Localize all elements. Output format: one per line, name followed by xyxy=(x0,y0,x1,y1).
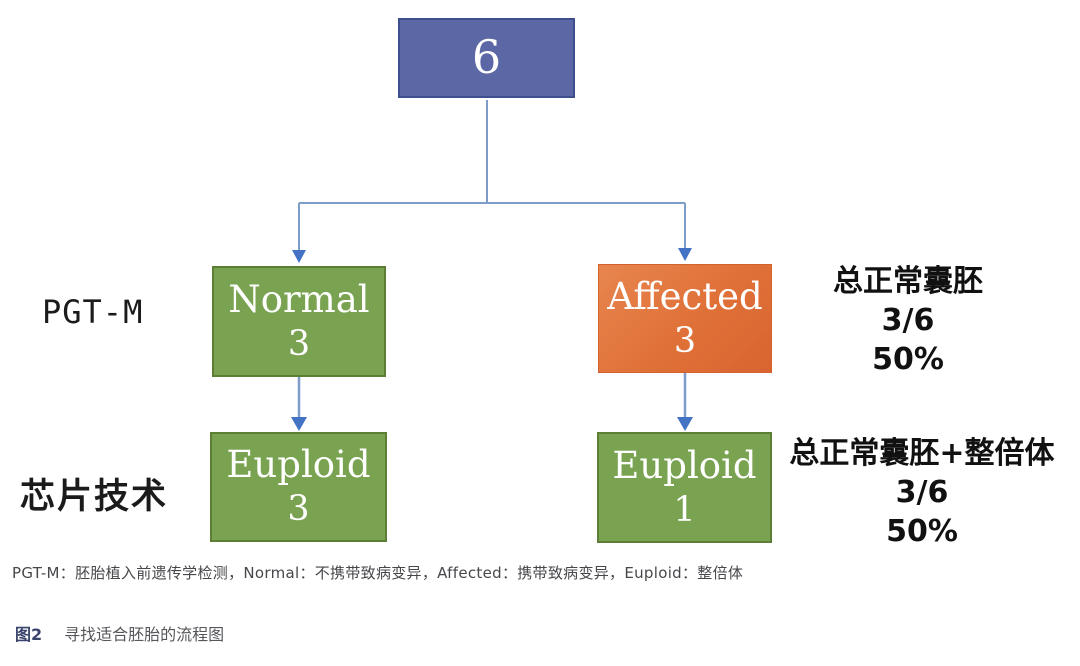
node-affected-label: Affected xyxy=(607,274,763,318)
figure-title: 寻找适合胚胎的流程图 xyxy=(64,625,225,644)
node-euploid-left-count: 3 xyxy=(287,489,310,530)
node-euploid-left-label: Euploid xyxy=(226,443,371,486)
annotation-normal-plus-euploid: 总正常囊胚+整倍体 3/6 50% xyxy=(772,434,1072,551)
row-label-pgtm: PGT-M xyxy=(42,293,144,331)
annotation-chip-title: 总正常囊胚+整倍体 xyxy=(789,436,1055,471)
node-normal: Normal 3 xyxy=(212,266,386,377)
annotation-pgtm-percent: 50% xyxy=(872,342,944,377)
node-euploid-left: Euploid 3 xyxy=(210,432,387,542)
annotation-normal-blastocyst: 总正常囊胚 3/6 50% xyxy=(808,262,1008,379)
node-total-value: 6 xyxy=(471,30,502,85)
node-affected: Affected 3 xyxy=(598,264,772,373)
figure-number: 图2 xyxy=(15,625,43,644)
abbreviation-footnote: PGT-M：胚胎植入前遗传学检测，Normal：不携带致病变异，Affected… xyxy=(12,564,744,582)
node-normal-count: 3 xyxy=(287,323,311,364)
figure-caption: 图2 寻找适合胚胎的流程图 xyxy=(15,621,224,645)
node-total-embryos: 6 xyxy=(398,18,575,98)
annotation-chip-percent: 50% xyxy=(886,514,958,549)
node-euploid-right: Euploid 1 xyxy=(597,432,772,543)
node-normal-label: Normal xyxy=(228,277,370,321)
annotation-chip-fraction: 3/6 xyxy=(895,475,949,510)
node-euploid-right-count: 1 xyxy=(673,489,696,530)
annotation-pgtm-title: 总正常囊胚 xyxy=(833,264,983,299)
row-label-chip-technology: 芯片技术 xyxy=(20,477,169,517)
node-euploid-right-label: Euploid xyxy=(612,443,757,487)
node-affected-count: 3 xyxy=(673,320,697,361)
annotation-pgtm-fraction: 3/6 xyxy=(881,303,935,338)
